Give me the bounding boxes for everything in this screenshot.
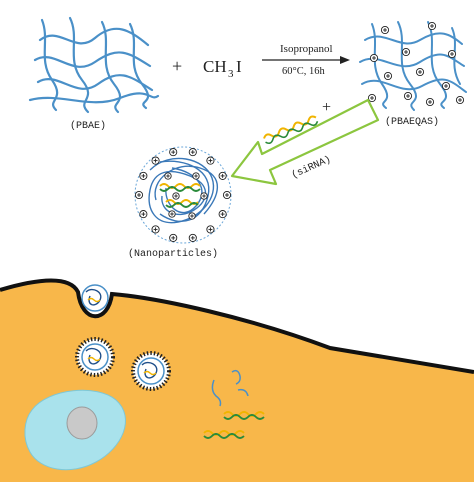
positive-charge-icon [200,192,208,200]
positive-charge-icon [383,71,393,81]
positive-charge-icon [427,21,437,31]
cell-membrane [0,278,474,374]
plus-sign-2: + [322,99,331,116]
pbaeqas-label: (PBAEQAS) [385,116,439,128]
positive-charge-icon [169,148,178,157]
positive-charge-icon [441,81,451,91]
assembly-arrow [230,98,380,186]
positive-charge-icon [222,190,232,200]
positive-charge-icon [192,172,200,180]
positive-charge-icon [415,67,425,77]
endocytosing-nanoparticle [81,284,109,312]
pbaeqas-charge-group [367,21,465,107]
positive-charge-icon [134,190,144,200]
positive-charge-icon [218,210,227,219]
reagent-ch: CH [203,57,227,76]
positive-charge-icon [206,156,215,165]
pbaeqas-polymer-mesh [359,21,467,111]
pbae-polymer-mesh [28,16,160,114]
positive-charge-icon [367,93,377,103]
endosome-vesicle-2 [131,351,171,391]
condition-label: 60°C, 16h [282,66,325,77]
positive-charge-icon [139,171,148,180]
nanoparticle-charge-group [134,148,232,242]
plus-sign-1: + [172,56,182,76]
nanoparticle-sirna [159,183,201,208]
released-sirna-1 [223,411,265,420]
nanoparticles-label: (Nanoparticles) [128,248,218,260]
positive-charge-icon [447,49,457,59]
endosome-vesicle-1 [75,337,115,377]
reagent-subscript: 3 [228,68,234,80]
positive-charge-icon [218,171,227,180]
positive-charge-icon [151,225,160,234]
positive-charge-icon [164,172,172,180]
positive-charge-icon [206,225,215,234]
pbae-label: (PBAE) [70,120,106,132]
positive-charge-icon [455,95,465,105]
nucleolus [66,406,98,440]
positive-charge-icon [188,148,197,157]
released-polymer-fragments [211,369,249,407]
positive-charge-icon [403,91,413,101]
sirna-strand [263,115,319,145]
released-sirna-2 [203,430,245,439]
nanoparticle-core [148,157,218,224]
positive-charge-icon [139,210,148,219]
positive-charge-icon [168,210,176,218]
positive-charge-icon [172,192,180,200]
solvent-label: Isopropanol [280,43,333,55]
positive-charge-icon [380,25,390,35]
reaction-arrow [262,56,350,64]
reagent-iodide: I [236,57,242,76]
positive-charge-icon [369,53,379,63]
positive-charge-icon [425,97,435,107]
positive-charge-icon [169,233,178,242]
positive-charge-icon [151,156,160,165]
positive-charge-icon [188,212,196,220]
positive-charge-icon [188,233,197,242]
positive-charge-icon [401,47,411,57]
